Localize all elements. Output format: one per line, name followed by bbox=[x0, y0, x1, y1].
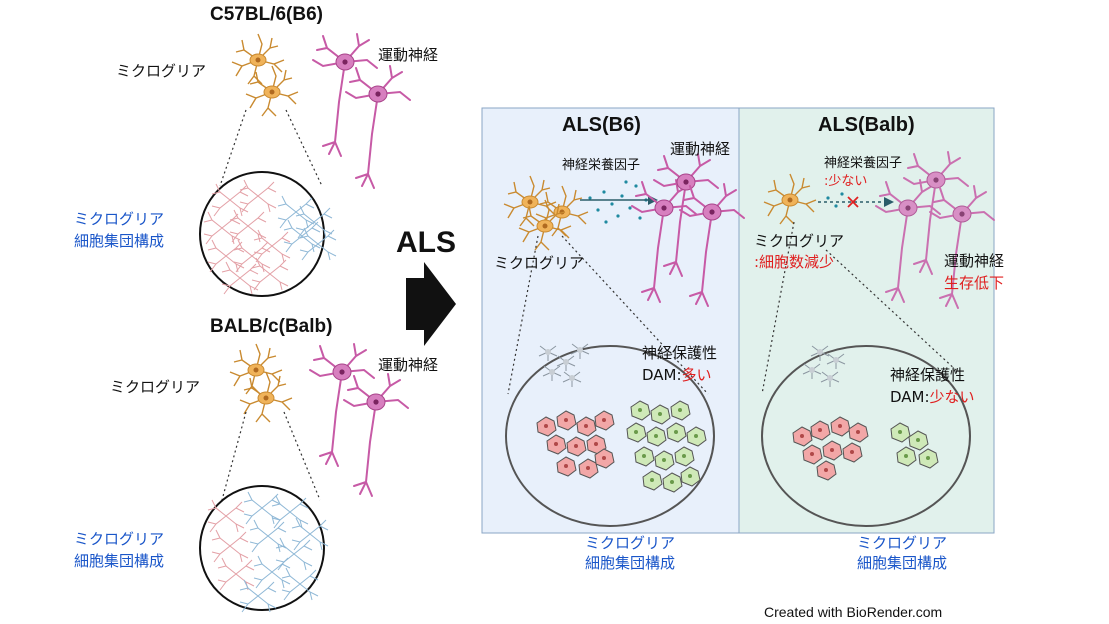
panel-balb-survival-label: 生存低下 bbox=[944, 274, 1005, 292]
balb-composition-label-2: 細胞集団構成 bbox=[74, 552, 165, 570]
panel-balb-dam-value: 少ない bbox=[929, 388, 975, 406]
panel-b6-composition-label-2: 細胞集団構成 bbox=[584, 554, 675, 572]
panel-b6-dam-line: DAM:多い bbox=[642, 364, 712, 385]
biorender-credit: Created with BioRender.com bbox=[764, 604, 943, 620]
panel-balb-microglia-value: :細胞数減少 bbox=[754, 253, 835, 271]
b6-strain-title: C57BL/6(B6) bbox=[210, 4, 323, 25]
als-balb-block-icon bbox=[847, 196, 859, 208]
panel-balb-trophic-value: :少ない bbox=[824, 174, 868, 189]
panel-balb-title: ALS(Balb) bbox=[818, 114, 915, 136]
b6-composition-circle bbox=[199, 171, 337, 297]
als-arrow-icon bbox=[406, 262, 456, 346]
als-balb-composition-circle bbox=[761, 345, 971, 527]
panel-b6-title: ALS(B6) bbox=[562, 114, 641, 136]
panel-balb-composition-label-1: ミクログリア bbox=[856, 534, 947, 552]
balb-microglia-label: ミクログリア bbox=[110, 378, 201, 396]
als-balb-trophic-dots bbox=[826, 192, 844, 208]
b6-microglia-label: ミクログリア bbox=[116, 62, 207, 80]
panel-balb-dam-prefix: DAM: bbox=[890, 388, 930, 406]
panel-balb-protective-label: 神経保護性 bbox=[890, 366, 966, 384]
balb-composition-label-1: ミクログリア bbox=[74, 530, 165, 548]
balb-motor-neuron-label: 運動神経 bbox=[378, 356, 439, 374]
panel-balb-dam-line: DAM:少ない bbox=[890, 386, 975, 407]
panel-b6-microglia-label: ミクログリア bbox=[494, 254, 585, 272]
b6-microglia-icon bbox=[231, 33, 299, 117]
panel-b6-trophic-label: 神経栄養因子 bbox=[562, 158, 641, 173]
panel-balb-trophic-label: 神経栄養因子 bbox=[824, 156, 903, 171]
panel-b6-protective-label: 神経保護性 bbox=[642, 344, 718, 362]
panel-b6-motor-neuron-label: 運動神経 bbox=[670, 140, 731, 158]
panel-balb-composition-label-2: 細胞集団構成 bbox=[856, 554, 947, 572]
b6-composition-label-2: 細胞集団構成 bbox=[74, 232, 165, 250]
balb-microglia-icon bbox=[229, 343, 293, 423]
panel-balb-microglia-label: ミクログリア bbox=[754, 232, 845, 250]
balb-strain-title: BALB/c(Balb) bbox=[210, 316, 333, 337]
panel-b6-dam-prefix: DAM: bbox=[642, 366, 682, 384]
panel-b6-dam-value: 多い bbox=[681, 366, 712, 384]
als-b6-composition-circle bbox=[505, 343, 715, 527]
b6-composition-label-1: ミクログリア bbox=[74, 210, 165, 228]
panel-balb-motor-neuron-label: 運動神経 bbox=[944, 252, 1005, 270]
balb-composition-circle bbox=[199, 485, 329, 613]
panel-b6-composition-label-1: ミクログリア bbox=[584, 534, 675, 552]
b6-motor-neuron-label: 運動神経 bbox=[378, 46, 439, 64]
als-arrow-label: ALS bbox=[396, 226, 456, 259]
